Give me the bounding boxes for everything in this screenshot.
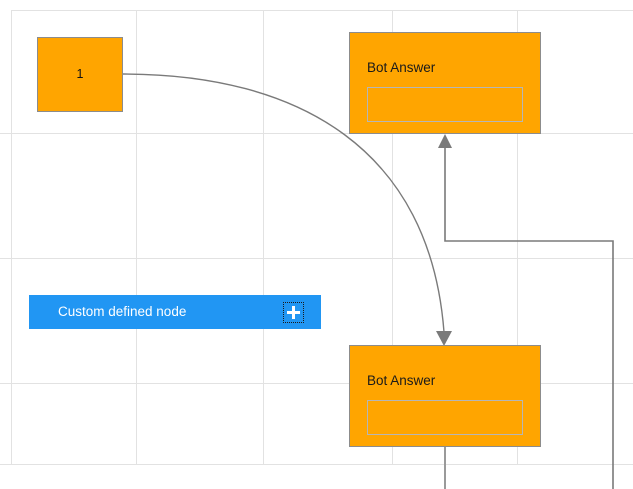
plus-glyph xyxy=(287,305,300,319)
node-1-label: 1 xyxy=(76,67,84,82)
custom-defined-node-label: Custom defined node xyxy=(58,304,187,320)
edge-curved-connector[interactable] xyxy=(122,73,452,346)
node-bot-answer-top[interactable]: Bot Answer xyxy=(349,32,541,134)
plus-icon[interactable] xyxy=(283,301,304,323)
custom-defined-node-bar[interactable]: Custom defined node xyxy=(29,295,321,329)
node-slot-input[interactable] xyxy=(367,87,523,122)
node-bot-answer-bottom[interactable]: Bot Answer xyxy=(349,345,541,447)
edge-orthogonal-connector[interactable] xyxy=(438,134,614,489)
node-1[interactable]: 1 xyxy=(37,37,123,112)
node-title: Bot Answer xyxy=(367,373,436,388)
node-slot-input[interactable] xyxy=(367,400,523,435)
node-title: Bot Answer xyxy=(367,60,436,75)
